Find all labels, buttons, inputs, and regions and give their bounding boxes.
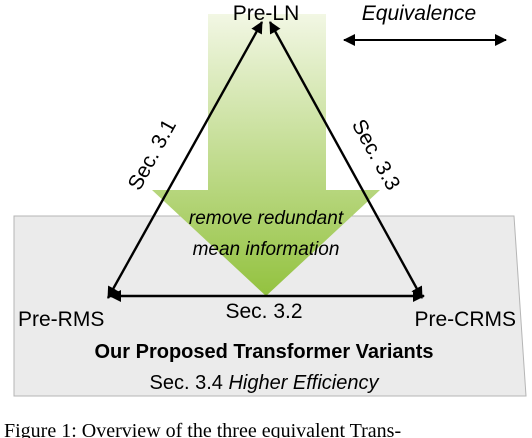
figure-caption: Figure 1: Overview of the three equivale… [4,420,401,438]
arrow-text-line1: remove redundant [189,208,344,229]
panel-subtitle: Sec. 3.4 Higher Efficiency [150,372,380,394]
arrow-text-line2: mean information [193,239,340,260]
edge-right [268,21,424,299]
panel-subtitle-section: Sec. 3.4 [150,372,229,394]
node-left-label: Pre-RMS [18,308,104,331]
node-right-label: Pre-CRMS [414,308,516,331]
edge-bottom-label: Sec. 3.2 [225,300,302,323]
node-top-label: Pre-LN [233,2,300,25]
panel-title: Our Proposed Transformer Variants [95,341,434,363]
edge-right-label: Sec. 3.3 [347,116,404,195]
edge-left [106,21,264,299]
legend-label: Equivalence [362,2,476,25]
panel-subtitle-emphasis: Higher Efficiency [228,372,379,394]
